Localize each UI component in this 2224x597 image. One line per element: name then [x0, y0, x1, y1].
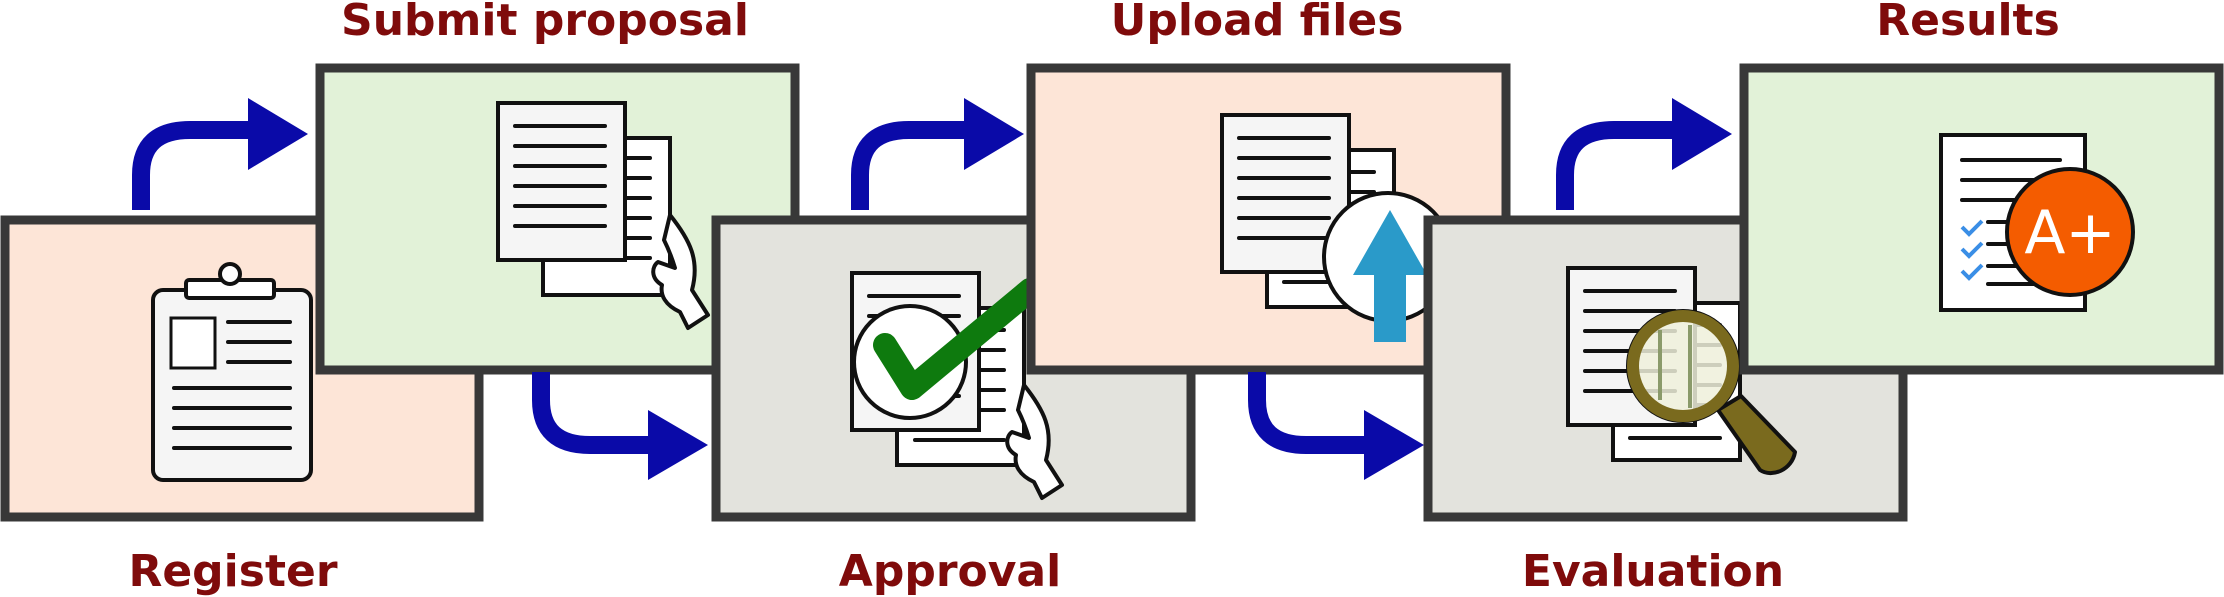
step-label-submit: Submit proposal: [341, 0, 749, 46]
arrow-register-to-submit: [132, 98, 308, 210]
arrow-upload-to-evaluation: [1248, 372, 1424, 480]
step-label-register: Register: [128, 546, 337, 597]
grade-a-plus-icon: A+: [1939, 133, 2135, 312]
step-results: A+: [1739, 63, 2224, 375]
step-evaluation: [1423, 215, 1908, 522]
documents-checkmark-icon: [850, 271, 1064, 500]
step-label-evaluation: Evaluation: [1522, 546, 1784, 597]
step-label-approval: Approval: [839, 546, 1061, 597]
documents-magnifier-icon: [1566, 266, 1797, 476]
clipboard-icon: [151, 262, 313, 482]
grade-text: A+: [2024, 198, 2115, 268]
arrow-submit-to-approval: [532, 372, 708, 480]
step-label-results: Results: [1876, 0, 2060, 46]
arrow-evaluation-to-results: [1556, 98, 1732, 210]
documents-hand-icon: [496, 101, 710, 330]
step-label-upload: Upload files: [1111, 0, 1404, 46]
arrow-approval-to-upload: [851, 98, 1024, 210]
documents-upload-icon: [1220, 113, 1454, 342]
